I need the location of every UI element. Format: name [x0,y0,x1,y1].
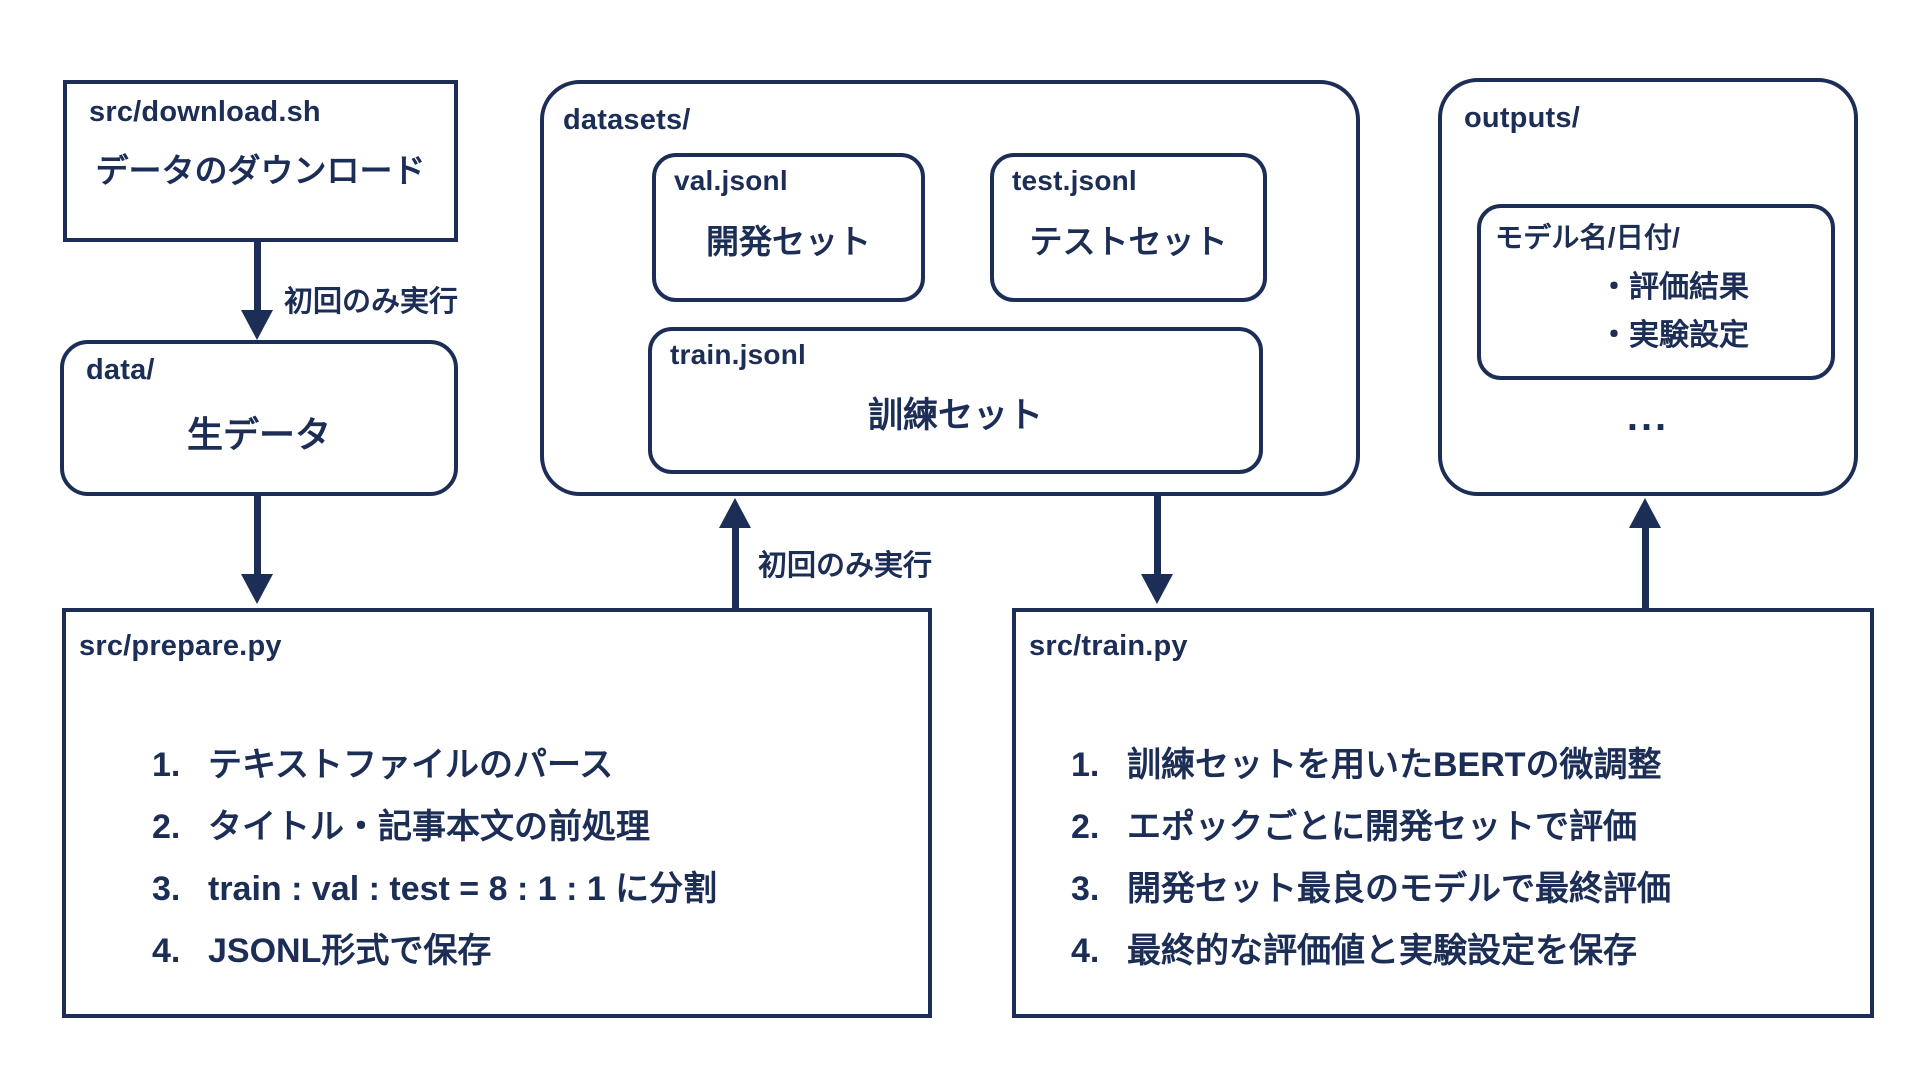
datasets-dir-title: datasets/ [563,104,691,136]
arrow-download-to-data [241,242,273,340]
train-step: 4.最終的な評価値と実験設定を保存 [1071,932,1637,970]
arrow-head-down-icon [1141,574,1173,604]
arrow-shaft [253,496,261,576]
arrow-head-up-icon [719,498,751,528]
train-step: 1.訓練セットを用いたBERTの微調整 [1071,746,1662,784]
arrow-head-down-icon [241,310,273,340]
edge-label-first-run-only-center: 初回のみ実行 [758,550,933,582]
outputs-ellipsis: ... [1626,395,1670,439]
prepare-step: 1.テキストファイルのパース [152,746,614,784]
arrow-shaft [1153,496,1161,576]
train-script-box: src/train.py 1.訓練セットを用いたBERTの微調整 2.エポックご… [1012,608,1874,1018]
arrow-prepare-to-datasets [719,498,751,608]
test-jsonl-description: テストセット [1029,223,1228,260]
prepare-script-title: src/prepare.py [79,630,282,662]
prepare-script-box: src/prepare.py 1.テキストファイルのパース 2.タイトル・記事本… [62,608,932,1018]
val-jsonl-description: 開発セット [706,223,871,260]
data-dir-title: data/ [86,354,155,386]
val-jsonl-box: val.jsonl 開発セット [652,153,925,302]
outputs-dir-title: outputs/ [1464,102,1580,134]
model-dir-contents: ・評価結果 ・実験設定 [1599,264,1749,360]
bullet-eval-results: ・評価結果 [1599,271,1749,304]
train-jsonl-description: 訓練セット [867,396,1043,435]
train-step: 3.開発セット最良のモデルで最終評価 [1071,870,1671,908]
arrow-datasets-to-train [1141,496,1173,604]
download-script-description: データのダウンロード [95,152,426,189]
data-dir-box: data/ 生データ [60,340,458,496]
arrow-data-to-prepare [241,496,273,604]
train-script-title: src/train.py [1029,630,1188,662]
arrow-train-to-outputs [1629,498,1661,608]
download-script-box: src/download.sh データのダウンロード [63,80,458,242]
test-jsonl-title: test.jsonl [1012,165,1137,196]
data-dir-description: 生データ [186,414,331,455]
bullet-experiment-config: ・実験設定 [1599,319,1749,352]
model-dir-box: モデル名/日付/ ・評価結果 ・実験設定 [1477,204,1835,380]
train-step: 2.エポックごとに開発セットで評価 [1071,808,1637,846]
arrow-shaft [731,526,739,608]
train-jsonl-box: train.jsonl 訓練セット [648,327,1263,474]
edge-label-first-run-only-left: 初回のみ実行 [284,286,459,318]
prepare-step: 3.train : val : test = 8 : 1 : 1 に分割 [152,870,718,908]
val-jsonl-title: val.jsonl [674,165,788,196]
test-jsonl-box: test.jsonl テストセット [990,153,1267,302]
model-dir-title: モデル名/日付/ [1495,222,1681,253]
arrow-shaft [253,242,261,312]
prepare-step: 2.タイトル・記事本文の前処理 [152,808,650,846]
arrow-head-up-icon [1629,498,1661,528]
prepare-step: 4.JSONL形式で保存 [152,932,492,970]
arrow-shaft [1641,526,1649,608]
download-script-title: src/download.sh [89,96,321,128]
train-jsonl-title: train.jsonl [670,339,806,370]
arrow-head-down-icon [241,574,273,604]
